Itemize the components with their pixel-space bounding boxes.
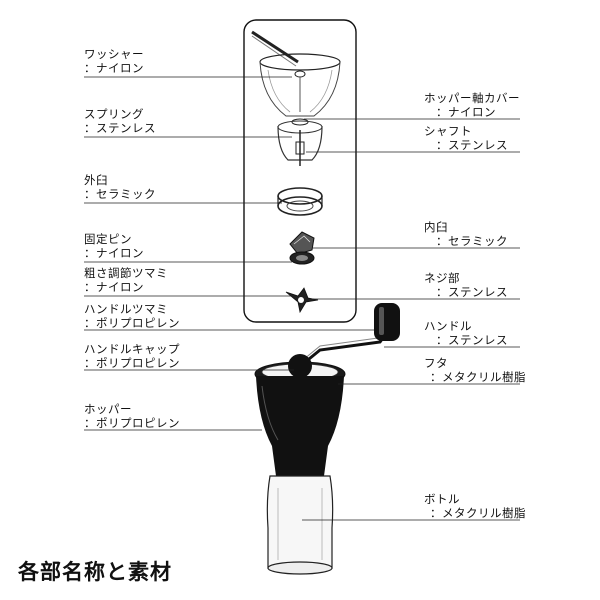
part-material: ：メタクリル樹脂 — [430, 506, 526, 520]
label-outer-burr: 外臼 ：セラミック — [84, 173, 156, 201]
label-inner-burr: 内臼 ：セラミック — [424, 220, 508, 248]
label-handle-knob: ハンドルツマミ ：ポリプロピレン — [84, 302, 180, 330]
label-hopper-shaft-cover: ホッパー軸カバー ：ナイロン — [424, 91, 520, 119]
label-handle: ハンドル ：ステンレス — [424, 319, 508, 347]
part-material: ：ナイロン — [84, 280, 144, 294]
label-bottle: ボトル ：メタクリル樹脂 — [424, 492, 526, 520]
part-material: ：ナイロン — [84, 246, 144, 260]
bottle-part — [266, 475, 334, 575]
part-material: ：ポリプロピレン — [84, 316, 180, 330]
part-material: ：セラミック — [84, 187, 156, 201]
hopper-body — [256, 376, 344, 476]
label-handle-cap: ハンドルキャップ ：ポリプロピレン — [84, 342, 180, 370]
part-material: ：ステンレス — [436, 333, 508, 347]
part-name: フタ — [424, 356, 448, 370]
shaft-rod — [251, 30, 299, 64]
spring-shaft-part — [277, 118, 323, 166]
part-name: ボトル — [424, 492, 460, 506]
part-name: ホッパー軸カバー — [424, 91, 520, 105]
label-spring: スプリング ：ステンレス — [84, 107, 156, 135]
diagram-title: 各部名称と素材 — [18, 560, 172, 584]
label-shaft: シャフト ：ステンレス — [424, 124, 508, 152]
exploded-parts-frame — [243, 19, 357, 323]
part-material: ：ステンレス — [84, 121, 156, 135]
washer-part — [259, 53, 341, 117]
leader-lines-right — [302, 118, 520, 521]
part-name: 固定ピン — [84, 232, 132, 246]
part-name: シャフト — [424, 124, 472, 138]
label-washer: ワッシャー ：ナイロン — [84, 47, 144, 75]
part-name: 内臼 — [424, 220, 448, 234]
part-material: ：セラミック — [436, 234, 508, 248]
part-name: ハンドルツマミ — [84, 302, 168, 316]
part-material: ：ステンレス — [436, 138, 508, 152]
part-name: ハンドル — [424, 319, 472, 333]
part-material: ：メタクリル樹脂 — [430, 370, 526, 384]
label-fixing-pin: 固定ピン ：ナイロン — [84, 232, 144, 260]
leader-lines-left — [84, 76, 374, 431]
part-material: ：ステンレス — [436, 285, 508, 299]
part-material: ：ポリプロピレン — [84, 356, 180, 370]
part-name: ホッパー — [84, 402, 132, 416]
part-name: ネジ部 — [424, 271, 460, 285]
part-name: ワッシャー — [84, 47, 144, 61]
inner-burr-part — [289, 231, 315, 265]
part-material: ：ポリプロピレン — [84, 416, 180, 430]
outer-burr-part — [277, 187, 323, 216]
part-material: ：ナイロン — [84, 61, 144, 75]
part-name: ハンドルキャップ — [84, 342, 180, 356]
part-name: 外臼 — [84, 173, 108, 187]
label-hopper: ホッパー ：ポリプロピレン — [84, 402, 180, 430]
label-adjustment-knob: 粗さ調節ツマミ ：ナイロン — [84, 266, 168, 294]
part-name: スプリング — [84, 107, 144, 121]
label-screw-part: ネジ部 ：ステンレス — [424, 271, 508, 299]
label-lid: フタ ：メタクリル樹脂 — [424, 356, 526, 384]
adjustment-knob-part — [285, 287, 319, 314]
part-name: 粗さ調節ツマミ — [84, 266, 168, 280]
handle-part — [297, 303, 400, 370]
part-material: ：ナイロン — [436, 105, 496, 119]
